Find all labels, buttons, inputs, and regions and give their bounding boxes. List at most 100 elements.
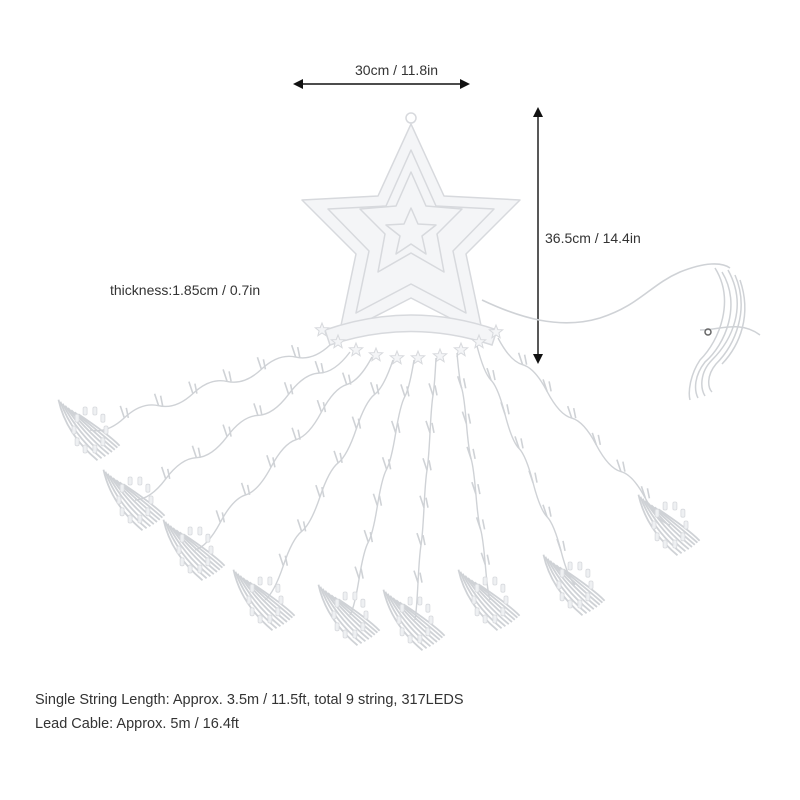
light-string bbox=[102, 351, 351, 531]
led-bulb bbox=[191, 445, 202, 458]
light-string bbox=[382, 357, 446, 651]
led-bulb bbox=[240, 482, 251, 496]
string-wire bbox=[194, 356, 373, 551]
led-bulb bbox=[640, 486, 651, 499]
center-star-outline bbox=[385, 207, 437, 255]
light-string bbox=[476, 345, 606, 616]
led-bulb bbox=[215, 510, 226, 523]
arc-mini-star bbox=[431, 347, 449, 363]
arc-mini-stars bbox=[313, 321, 505, 365]
string-wire bbox=[134, 351, 351, 501]
light-string bbox=[57, 344, 331, 461]
led-bulb bbox=[616, 459, 626, 472]
arc-mini-star bbox=[409, 349, 427, 365]
led-bulb bbox=[341, 372, 352, 385]
led-bulb bbox=[266, 455, 276, 468]
led-bulb bbox=[416, 532, 426, 546]
led-bulb bbox=[466, 446, 476, 460]
led-bulb bbox=[315, 484, 325, 498]
lead-cable-coil bbox=[688, 267, 761, 401]
coiled-led-bundle bbox=[382, 589, 446, 651]
led-bulb bbox=[222, 424, 232, 437]
coiled-led-bundle bbox=[102, 469, 166, 531]
led-bulb bbox=[316, 399, 327, 413]
arc-mini-star bbox=[452, 341, 470, 357]
led-bulb bbox=[486, 367, 496, 381]
led-bulb bbox=[528, 470, 538, 483]
arc-mini-star bbox=[329, 333, 347, 349]
inner-star-outline bbox=[359, 171, 463, 273]
arc-mini-star bbox=[313, 321, 331, 337]
arc-mini-star bbox=[470, 333, 488, 349]
height-dimension-label: 36.5cm / 14.4in bbox=[545, 230, 641, 246]
led-bulb bbox=[400, 384, 410, 397]
led-bulb bbox=[517, 352, 528, 365]
led-bulb bbox=[500, 402, 510, 415]
string-length-spec: Single String Length: Approx. 3.5m / 11.… bbox=[35, 692, 464, 708]
led-bulb bbox=[153, 393, 164, 406]
led-bulb bbox=[291, 427, 301, 440]
arc-base bbox=[324, 314, 498, 346]
string-wire bbox=[264, 359, 394, 601]
led-bulb bbox=[419, 495, 429, 508]
led-bulb bbox=[222, 369, 232, 382]
lead-cable-spec: Lead Cable: Approx. 5m / 16.4ft bbox=[35, 716, 239, 732]
star-frame bbox=[301, 112, 521, 365]
arc-mini-star bbox=[347, 341, 365, 357]
led-bulb bbox=[390, 420, 401, 434]
coiled-led-bundle bbox=[162, 519, 226, 581]
led-bulb bbox=[556, 538, 566, 552]
coiled-led-bundle bbox=[637, 494, 701, 556]
arc-mini-star bbox=[487, 323, 505, 339]
string-wire bbox=[414, 357, 437, 621]
light-string bbox=[232, 359, 394, 631]
led-bulb bbox=[363, 529, 374, 543]
led-bulb bbox=[283, 382, 294, 395]
led-bulb bbox=[188, 381, 198, 394]
led-bulb bbox=[542, 379, 552, 392]
outer-star bbox=[301, 123, 521, 336]
light-string bbox=[497, 337, 701, 556]
led-bulb bbox=[333, 450, 343, 464]
led-bulb bbox=[253, 403, 263, 416]
led-bulb bbox=[381, 457, 392, 470]
arc-mini-star bbox=[388, 349, 406, 365]
led-bulb bbox=[591, 432, 602, 446]
thickness-dimension-label: thickness:1.85cm / 0.7in bbox=[110, 282, 261, 298]
light-string bbox=[456, 352, 521, 631]
led-bulb bbox=[566, 405, 577, 419]
lead-cable bbox=[481, 263, 731, 324]
led-bulb bbox=[428, 383, 438, 396]
led-bulb bbox=[119, 405, 130, 419]
led-bulb bbox=[369, 382, 380, 395]
led-bulb bbox=[514, 436, 524, 449]
light-string bbox=[162, 356, 373, 581]
led-bulb bbox=[296, 519, 307, 532]
width-dimension-label: 30cm / 11.8in bbox=[355, 62, 439, 78]
led-bulb bbox=[354, 566, 364, 579]
led-bulb bbox=[480, 552, 491, 565]
coiled-led-bundle bbox=[57, 399, 121, 461]
led-bulb bbox=[278, 553, 289, 566]
led-bulb bbox=[256, 357, 267, 370]
led-bulb bbox=[425, 420, 435, 434]
led-bulb bbox=[456, 376, 467, 389]
coiled-led-bundle bbox=[457, 569, 521, 631]
led-bulb bbox=[290, 344, 301, 358]
led-bulb bbox=[351, 416, 362, 429]
led-bulb bbox=[160, 466, 171, 480]
coiled-led-bundle bbox=[232, 569, 296, 631]
led-bulb bbox=[542, 504, 552, 517]
led-bulb bbox=[314, 360, 325, 374]
led-bulb bbox=[471, 481, 481, 495]
led-bulb bbox=[461, 411, 472, 424]
hanging-loop bbox=[405, 112, 417, 124]
arc-mini-star bbox=[367, 346, 385, 362]
coiled-led-bundle bbox=[542, 554, 606, 616]
middle-star-outline bbox=[327, 149, 495, 314]
string-wire bbox=[456, 352, 491, 601]
led-bulb bbox=[475, 517, 486, 530]
string-wire bbox=[349, 359, 415, 616]
led-bulb bbox=[422, 458, 432, 471]
